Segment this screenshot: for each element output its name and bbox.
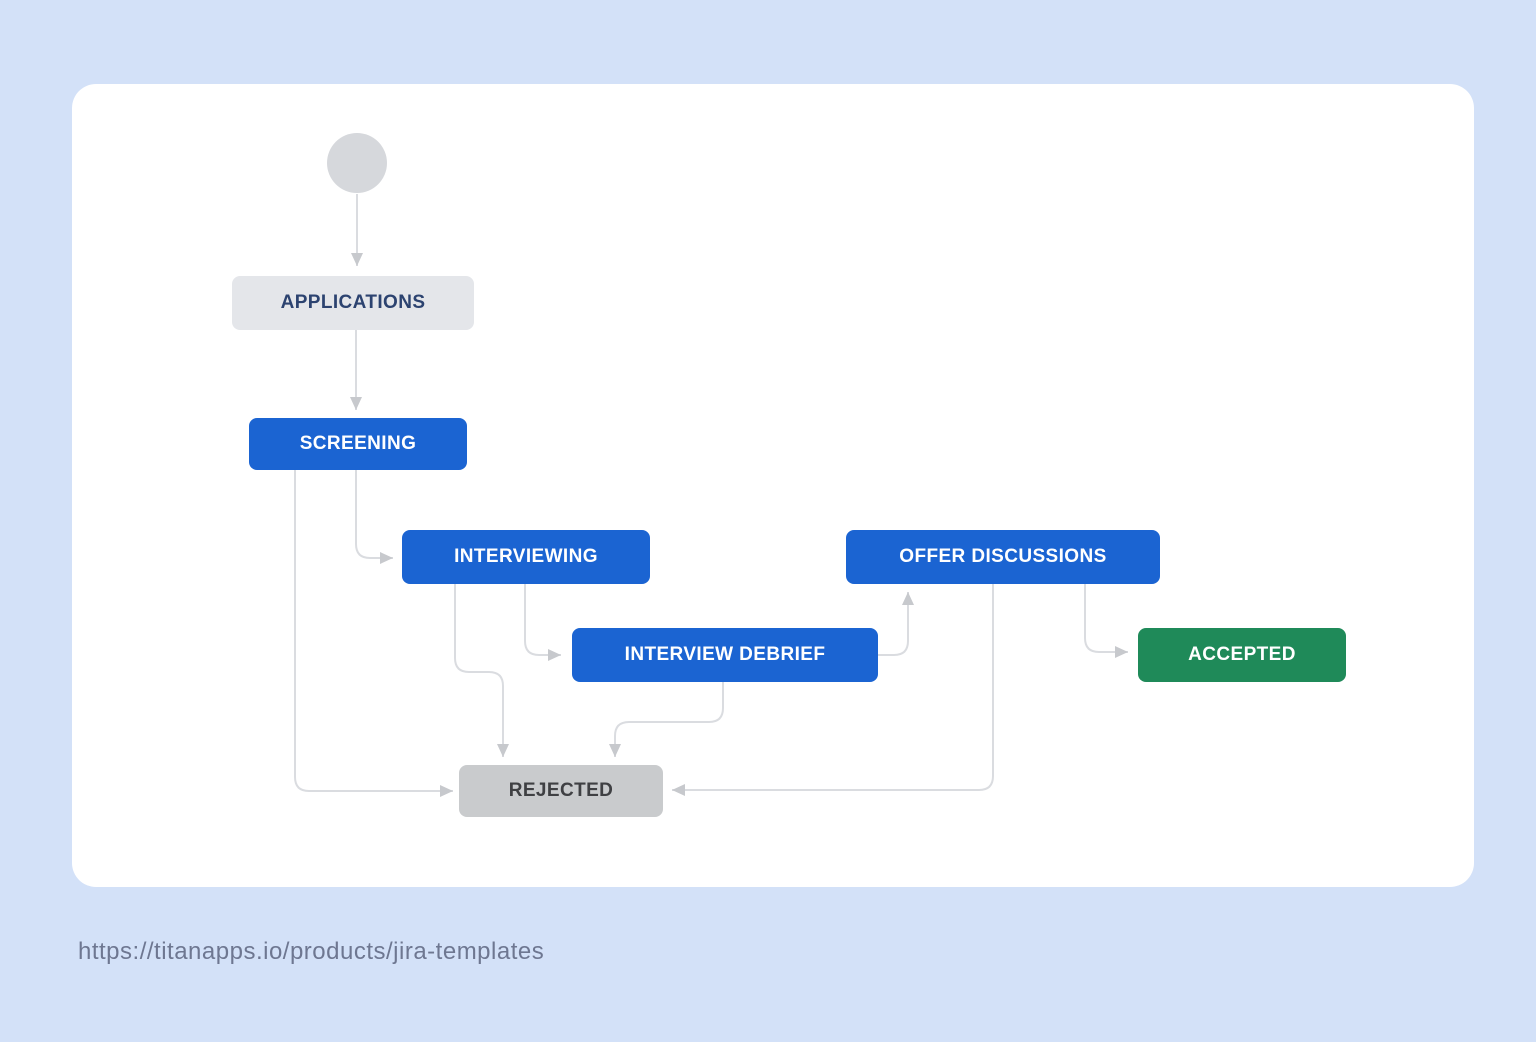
- status-node-offer-discussions[interactable]: OFFER DISCUSSIONS: [846, 530, 1160, 584]
- status-node-interviewing[interactable]: INTERVIEWING: [402, 530, 650, 584]
- source-url: https://titanapps.io/products/jira-templ…: [78, 938, 545, 965]
- workflow-canvas: APPLICATIONS SCREENING INTERVIEWING INTE…: [72, 84, 1474, 887]
- edge-interviewing-to-interview-debrief: [524, 584, 561, 661]
- start-node[interactable]: [327, 133, 387, 193]
- edge-offer-discussions-to-accepted: [1084, 584, 1128, 658]
- edge-screening-to-interviewing: [355, 470, 393, 564]
- status-node-applications[interactable]: APPLICATIONS: [232, 276, 474, 330]
- edge-screening-to-rejected: [294, 470, 453, 797]
- edge-offer-discussions-to-rejected: [672, 584, 994, 796]
- edge-interview-debrief-to-rejected: [609, 682, 724, 757]
- workflow-connectors: [294, 133, 1128, 797]
- edge-interviewing-to-rejected: [454, 584, 509, 757]
- status-node-interview-debrief[interactable]: INTERVIEW DEBRIEF: [572, 628, 878, 682]
- status-node-screening[interactable]: SCREENING: [249, 418, 467, 470]
- edge-interview-debrief-to-offer-discussions: [878, 592, 914, 656]
- status-node-rejected[interactable]: REJECTED: [459, 765, 663, 817]
- status-node-accepted[interactable]: ACCEPTED: [1138, 628, 1346, 682]
